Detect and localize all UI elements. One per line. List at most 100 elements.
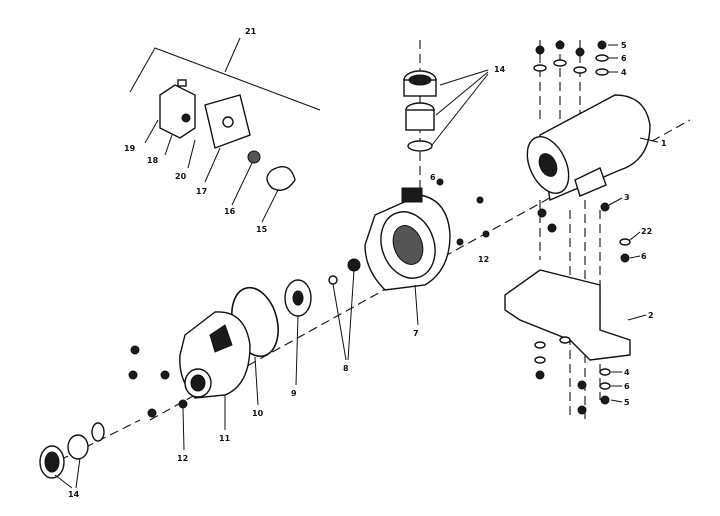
leader-5b [610,399,623,403]
motor-shaft-hub [538,153,558,177]
leader-20 [187,139,196,169]
seal-8a [347,258,361,272]
leader-18 [164,134,173,156]
leader-9 [295,315,299,386]
nut-low-3 [577,405,587,415]
washer-3 [573,66,587,74]
bolt-3 [600,202,610,212]
callout-22: 22 [641,227,652,236]
washer-2 [553,59,567,67]
seal-part-15 [266,166,296,191]
bolt-left-5 [178,399,188,409]
callout-15: 15 [256,225,268,234]
callout-21: 21 [245,27,257,36]
lockwasher-6d [599,382,611,390]
leader-6c [629,255,641,259]
callout-12b: 12 [177,454,188,463]
seal-8b [328,275,338,285]
union-fitting-top-opening [408,74,432,86]
nut-16 [247,150,261,164]
plate-hole [222,116,234,128]
casing-top-port [401,187,423,203]
leader-21 [224,37,241,73]
leader-14b-2 [75,457,81,489]
leader-15 [261,189,279,223]
callout-1: 1 [661,139,667,148]
callout-16: 16 [224,207,236,216]
callout-9: 9 [291,389,297,398]
washer-low-3 [559,336,571,344]
switch-fitting [181,113,191,123]
oring-bottom [91,422,105,442]
leader-17 [204,147,221,183]
callout-6d: 6 [624,382,630,391]
bolt-left-1 [130,345,140,355]
bolt-head-2 [555,40,565,50]
bolt-left-2 [128,370,138,380]
callout-4b: 4 [624,368,630,377]
bolt-r-2 [547,223,557,233]
leader-14a-1 [439,69,489,86]
bolt-12a-2 [482,230,490,238]
bolt-casing-3 [476,196,484,204]
motor-foot [574,167,607,197]
assembly-bracket-line [129,47,321,111]
oring-top [407,140,433,152]
callout-4a: 4 [621,68,627,77]
switch-terminal [177,79,187,87]
washer-22 [619,238,631,246]
leader-22 [629,231,641,241]
bolt-left-4 [147,408,157,418]
callout-7: 7 [413,329,419,338]
bolt-head-1 [535,45,545,55]
callout-3: 3 [624,193,630,202]
leader-12b [182,407,185,451]
washer-low-2 [534,356,546,364]
casing-bore [392,225,424,265]
union-fitting-bottom-bore [44,451,60,473]
motor-base-bracket [504,269,631,361]
callout-11: 11 [219,434,231,443]
callout-10: 10 [252,409,264,418]
callout-12a: 12 [478,255,489,264]
nut-6c [620,253,630,263]
callout-8: 8 [343,364,349,373]
union-tailpiece-bottom [67,434,89,460]
callout-14b: 14 [68,490,80,499]
bolt-r-1 [537,208,547,218]
volute-inlet-bore [190,374,206,392]
leader-14a-2 [435,71,489,116]
leader-14a-3 [431,73,489,146]
union-tailpiece-body [405,109,435,131]
callout-5a: 5 [621,41,627,50]
leader-3 [608,197,623,206]
leader-16 [231,162,253,206]
leader-19 [144,119,159,144]
washer-low-1 [534,341,546,349]
bolt-12a-1 [456,238,464,246]
lockwasher-6 [595,54,609,62]
leader-1 [639,137,659,143]
pressure-switch-body [159,84,196,139]
leader-2 [627,314,647,321]
bolt-head-5 [597,40,607,50]
callout-6c: 6 [641,252,647,261]
leader-8-2 [332,283,347,361]
bolt-head-3 [575,47,585,57]
leader-14b-1 [54,474,73,489]
callout-18: 18 [147,156,159,165]
nut-low-1 [535,370,545,380]
callout-19: 19 [124,144,136,153]
callout-17: 17 [196,187,207,196]
leader-8-1 [347,269,355,361]
callout-6b: 6 [430,173,436,182]
bolt-6b [436,178,444,186]
callout-5b: 5 [624,398,630,407]
washer-4b [599,368,611,376]
callout-6a: 6 [621,54,627,63]
callout-20: 20 [175,172,187,181]
washer-1 [533,64,547,72]
callout-2: 2 [648,311,654,320]
leader-10 [254,356,259,406]
